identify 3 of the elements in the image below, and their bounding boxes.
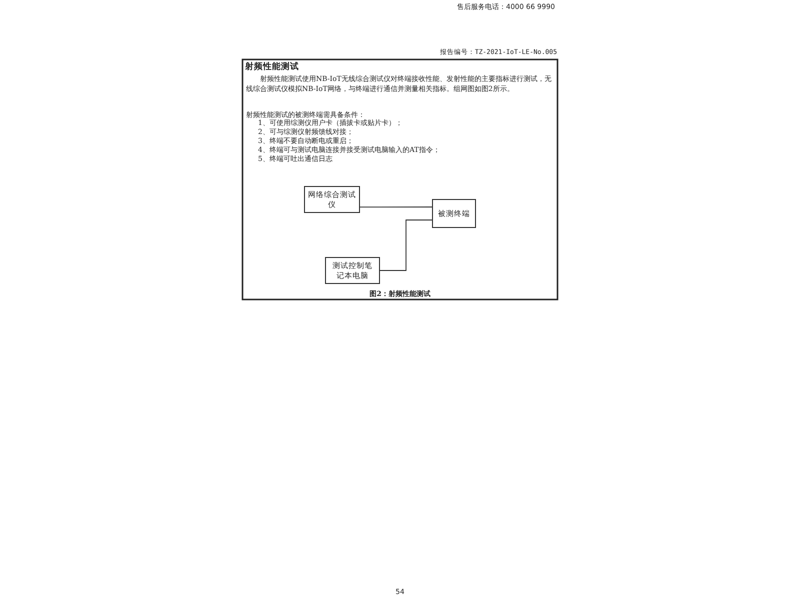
section-title: 射频性能测试 — [245, 61, 299, 73]
connector-line — [380, 220, 432, 271]
connector-line — [360, 206, 432, 208]
